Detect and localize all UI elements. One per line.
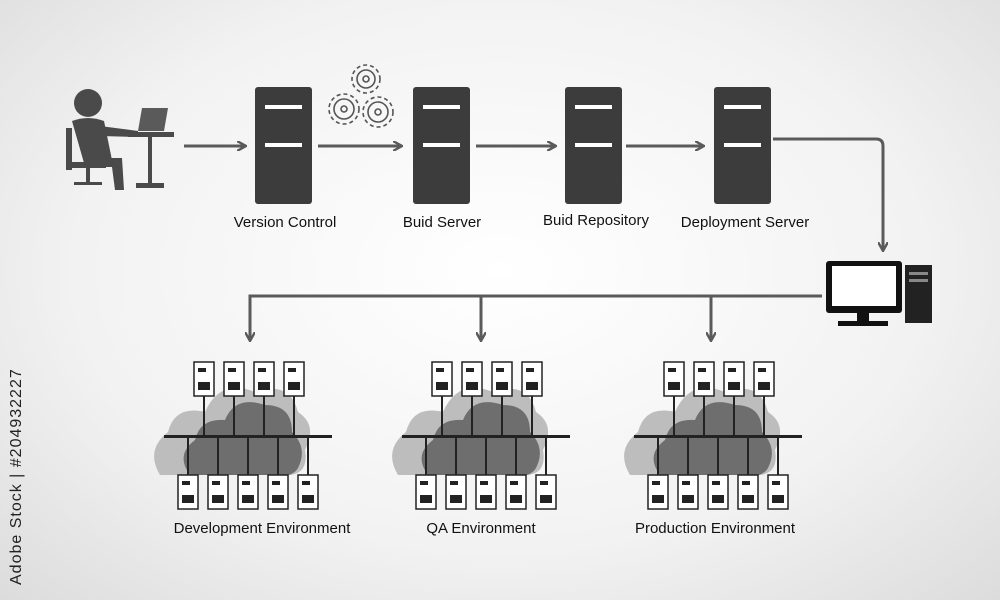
flow-arrow — [250, 294, 822, 340]
desktop-computer-icon — [826, 261, 932, 326]
environment-label-qa: QA Environment — [426, 520, 536, 537]
cloud-cluster-icon — [154, 361, 332, 510]
environment-label-production: Production Environment — [634, 520, 796, 537]
server-icon — [413, 87, 470, 204]
server-icon — [565, 87, 622, 204]
flow-arrow — [773, 137, 883, 250]
watermark: Adobe Stock | #204932227 — [8, 368, 25, 585]
stage-label-deployment-server: Deployment Server — [680, 214, 810, 231]
cloud-cluster-icon — [392, 361, 570, 510]
developer-at-desk-icon — [66, 89, 174, 190]
cloud-cluster-icon — [624, 361, 802, 510]
environment-label-development: Development Environment — [173, 520, 351, 537]
stage-label-version-control: Version Control — [233, 214, 337, 231]
server-icon — [714, 87, 771, 204]
stage-label-build-repository: Buid Repository — [543, 212, 649, 229]
server-icon — [255, 87, 312, 204]
stage-label-build-server: Buid Server — [402, 214, 482, 231]
gears-icon — [328, 64, 394, 128]
